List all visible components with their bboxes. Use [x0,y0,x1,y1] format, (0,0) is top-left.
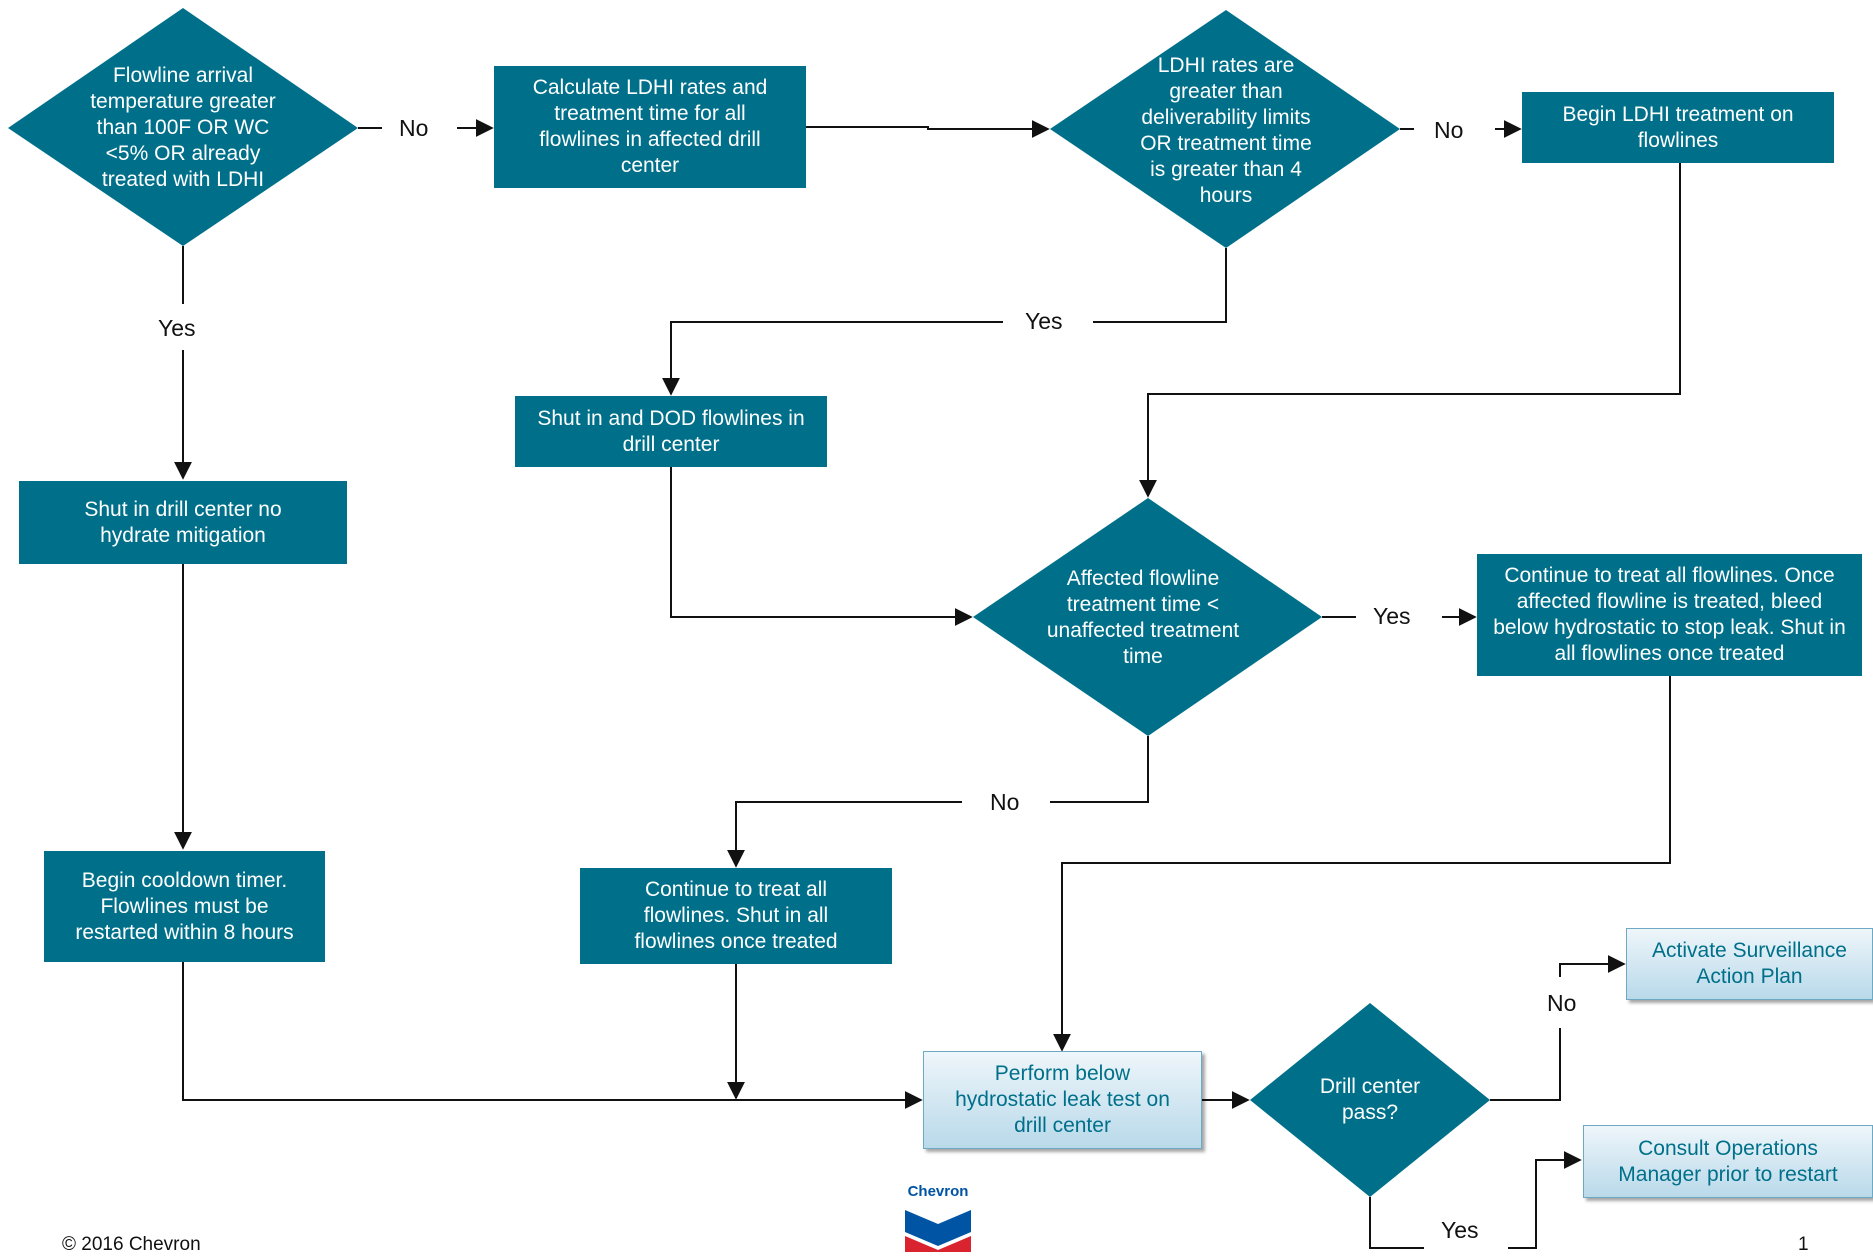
connector-d4-no-b [1559,955,1626,977]
label-d2-no: No [1428,117,1470,143]
decision-drill-center-pass [1250,1003,1490,1197]
label-d1-no: No [393,115,435,141]
label-d3-no: No [984,789,1026,815]
connector-begin-d3 [1139,163,1681,498]
copyright-text: © 2016 Chevron [62,1234,201,1255]
calculate-ldhi-box: Calculate LDHI rates and treatment time … [494,66,806,188]
chevron-logo [905,1210,971,1252]
cooldown-timer-box: Begin cooldown timer. Flowlines must be … [44,851,325,962]
connector-bleed-leak [1053,676,1671,1052]
begin-ldhi-treatment-box: Begin LDHI treatment on flowlines [1522,92,1834,163]
activate-surveillance-box: Activate Surveillance Action Plan [1626,928,1873,1000]
connector-calc-d2 [806,120,1050,138]
label-d1-yes: Yes [152,315,202,341]
chevron-logo-mark-bottom [905,1236,971,1252]
connector-d4-yes-a [1369,1197,1424,1249]
shut-in-dod-box: Shut in and DOD flowlines in drill cente… [515,396,827,467]
continue-treat-box: Continue to treat all flowlines. Shut in… [580,868,892,964]
decision-ldhi-limits [1050,10,1400,248]
connector-dod-d3 [670,466,973,626]
connector-d4-no-a [1490,1028,1561,1101]
connector-d4-yes-b [1508,1151,1582,1249]
shut-in-no-hydrate-box: Shut in drill center no hydrate mitigati… [19,481,347,564]
consult-operations-box: Consult Operations Manager prior to rest… [1583,1125,1873,1198]
connector-cooldown-leak [182,962,923,1109]
decision-treatment-time-text: Affected flowline treatment time < unaff… [1046,567,1240,668]
leak-test-box: Perform below hydrostatic leak test on d… [923,1051,1202,1149]
connector-d3-no-a [1050,736,1149,803]
label-d4-yes: Yes [1435,1217,1485,1243]
connector-d3-no-b [727,801,962,868]
page-number: 1 [1798,1234,1809,1255]
connector-d2-yes-b [662,321,1003,396]
decision-arrival-temperature [8,8,358,246]
chevron-logo-text: Chevron [907,1183,969,1200]
decision-drill-center-pass-text: Drill center pass? [1319,1075,1421,1124]
continue-treat-bleed-box: Continue to treat all flowlines. Once af… [1477,554,1862,676]
chevron-logo-mark-top [905,1210,971,1246]
label-d2-yes: Yes [1019,308,1069,334]
connector-d2-yes-a [1093,248,1227,323]
decision-ldhi-limits-text: LDHI rates are greater than deliverabili… [1140,54,1312,207]
decision-treatment-time [973,498,1322,736]
label-d4-no: No [1541,990,1583,1016]
label-d3-yes: Yes [1367,603,1417,629]
decision-arrival-temperature-text: Flowline arrival temperature greater tha… [90,64,276,191]
